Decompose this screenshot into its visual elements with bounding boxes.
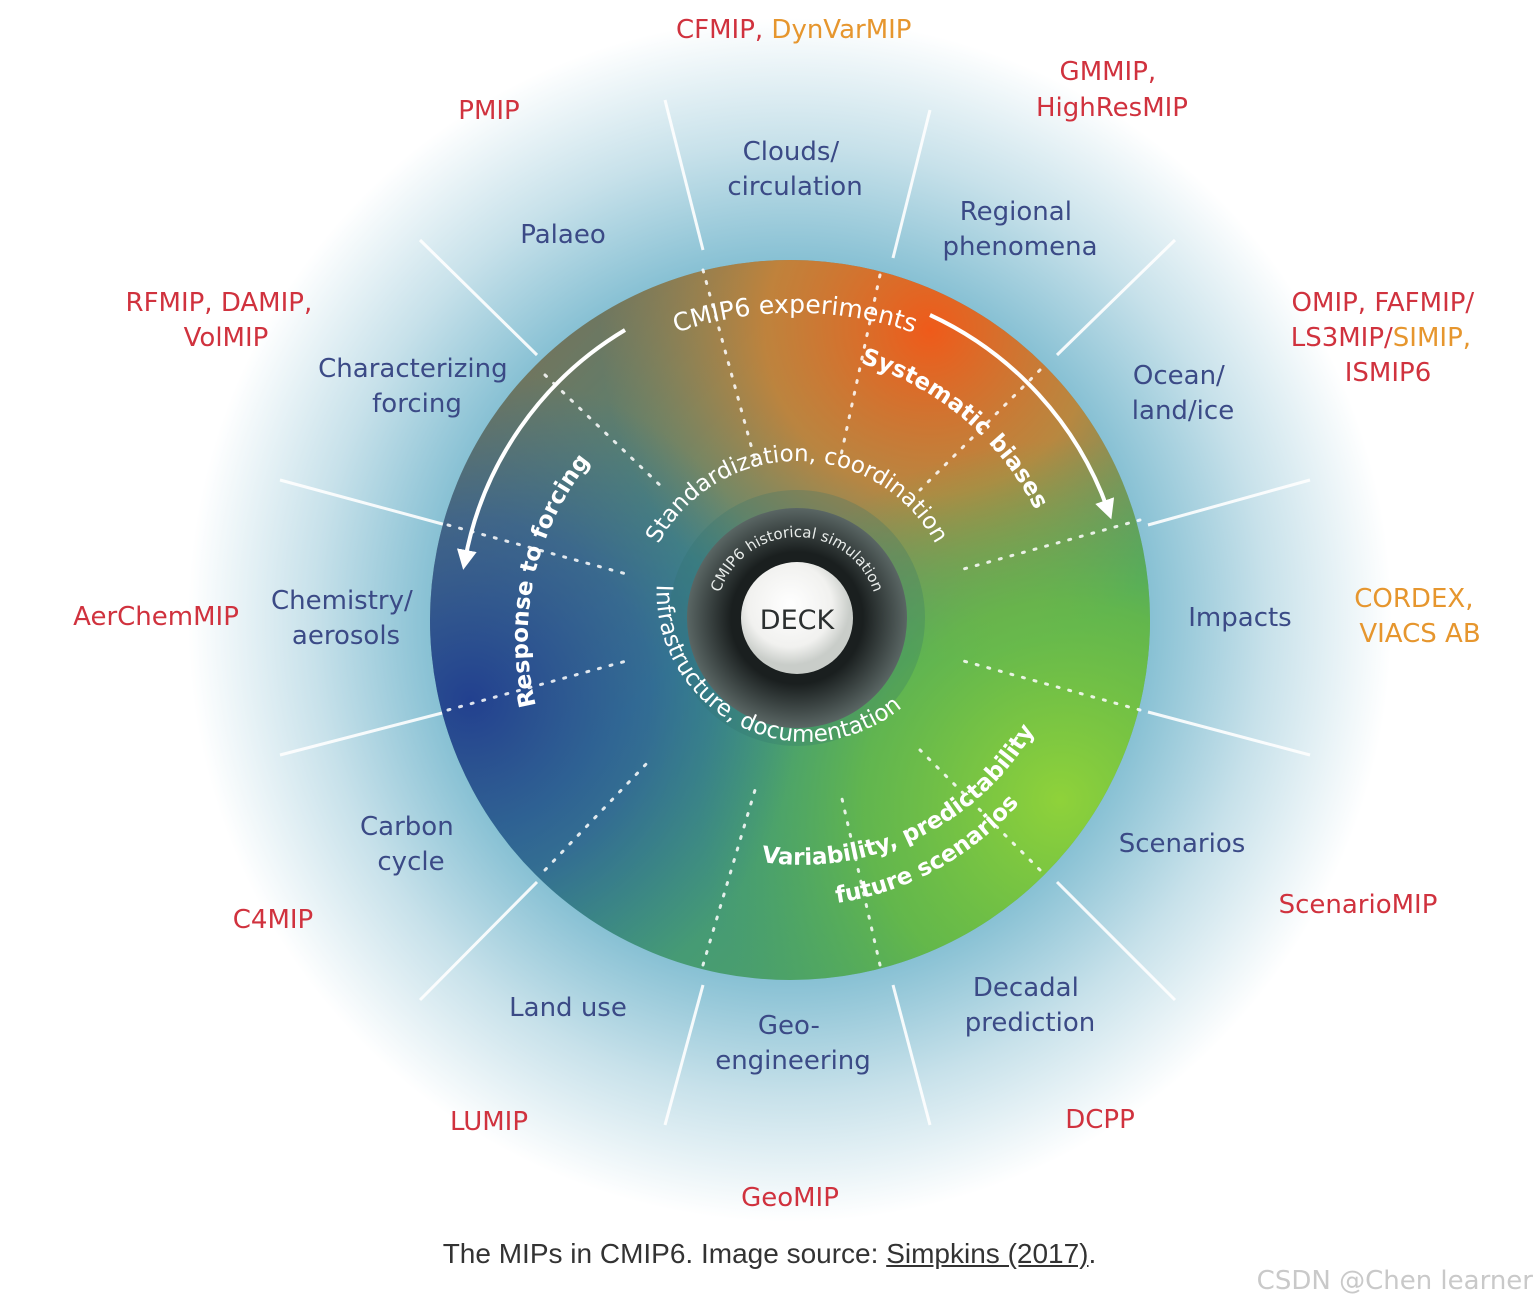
topic-labels: Clouds/ circulation Regional phenomena O…	[271, 137, 1292, 1076]
mip-aerchemmip: AerChemMIP	[73, 602, 239, 632]
topic-forcing: Characterizing forcing	[318, 354, 516, 419]
right-sweep-arrow	[929, 313, 1115, 520]
mip-dcpp: DCPP	[1065, 1105, 1135, 1135]
topic-carbon: Carbon cycle	[360, 812, 462, 877]
deck-label: DECK	[760, 605, 836, 636]
mip-gmmip: GMMIP, HighResMIP	[1036, 57, 1188, 123]
cmip6-diagram: DECK CMIP6 historical simulation Standar…	[73, 0, 1483, 1230]
mip-c4mip: C4MIP	[233, 905, 313, 935]
topic-palaeo: Palaeo	[520, 220, 606, 250]
watermark: CSDN @Chen learner	[1256, 1266, 1533, 1296]
caption-end: .	[1088, 1238, 1097, 1269]
topic-chem: Chemistry/ aerosols	[271, 586, 421, 651]
mip-omip-group: OMIP, FAFMIP/ LS3MIP/SIMIP, ISMIP6	[1291, 288, 1483, 388]
mip-scenariomip: ScenarioMIP	[1279, 890, 1438, 920]
caption-text: The MIPs in CMIP6. Image source:	[442, 1238, 887, 1269]
topic-clouds: Clouds/ circulation	[727, 137, 862, 202]
figure-caption: The MIPs in CMIP6. Image source: Simpkin…	[0, 1238, 1539, 1270]
topic-scenarios: Scenarios	[1119, 829, 1246, 859]
mip-cordex-viacs: CORDEX, VIACS AB	[1354, 584, 1481, 649]
topic-impacts: Impacts	[1188, 603, 1291, 633]
mip-rfmip-group: RFMIP, DAMIP, VolMIP	[126, 288, 321, 353]
mip-geomip: GeoMIP	[741, 1183, 839, 1213]
source-link[interactable]: Simpkins (2017)	[886, 1238, 1089, 1269]
topic-geo: Geo- engineering	[715, 1011, 871, 1076]
topic-ocean: Ocean/ land/ice	[1132, 361, 1234, 426]
left-sweep-arrow	[456, 328, 627, 570]
deck-core	[741, 562, 853, 674]
mip-lumip: LUMIP	[450, 1107, 528, 1137]
mip-pmip: PMIP	[458, 96, 519, 126]
topic-decadal: Decadal prediction	[965, 973, 1095, 1038]
dotted-dividers	[446, 268, 1142, 967]
mip-labels: CFMIP, DynVarMIP GMMIP, HighResMIP OMIP,…	[73, 15, 1483, 1213]
topic-landuse: Land use	[509, 993, 627, 1023]
mip-cfmip-dynvarmip: CFMIP, DynVarMIP	[676, 15, 911, 45]
spoke-lines	[279, 99, 1311, 1126]
topic-regional: Regional phenomena	[942, 197, 1097, 262]
